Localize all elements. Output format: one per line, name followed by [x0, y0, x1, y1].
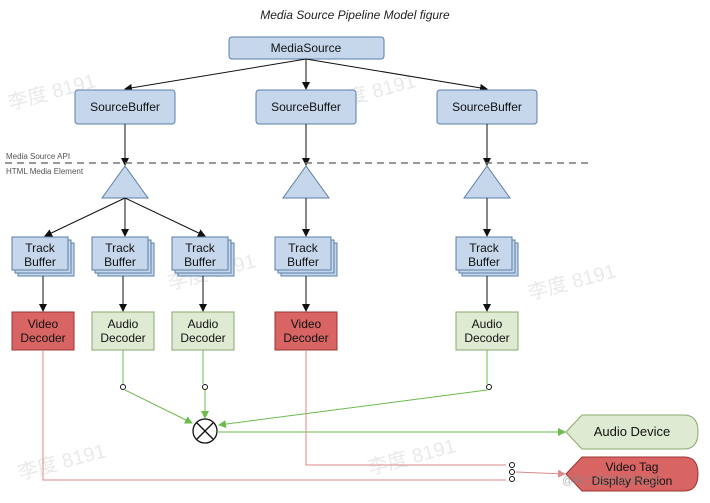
track-buffer-3: Track Buffer [171, 236, 235, 277]
switch-node [486, 384, 492, 390]
media-source-api-label: Media Source API [6, 152, 70, 161]
switch-node [509, 469, 515, 475]
video-decoder-box-1 [11, 311, 75, 351]
video-decoder-label: Decoder [283, 331, 328, 345]
switch-node [202, 384, 208, 390]
track-buffer-label: Buffer [287, 255, 319, 269]
mixer-cross [196, 422, 214, 440]
audio-path [124, 389, 193, 424]
audio-decoder-box-2 [171, 311, 235, 351]
track-buffer-label: Track [469, 241, 500, 255]
video-tag-display-node [565, 456, 699, 492]
source-buffer-label-1: SourceBuffer [90, 100, 160, 114]
audio-path [218, 389, 488, 429]
track-buffer-label: Buffer [184, 255, 216, 269]
track-buffer-label: Track [25, 241, 56, 255]
demux-triangle-1 [101, 165, 149, 199]
display-region-label: Display Region [592, 474, 673, 488]
video-decoder-label: Video [28, 317, 59, 331]
track-buffer-2: Track Buffer [91, 236, 155, 277]
html-media-element-label: HTML Media Element [6, 167, 84, 176]
audio-decoder-label: Audio [188, 317, 219, 331]
watermark: 李度 8191 [365, 434, 458, 480]
figure-title: Media Source Pipeline Model figure [260, 8, 450, 22]
arrow [44, 197, 126, 237]
audio-decoder-box-1 [91, 311, 155, 351]
media-source-label: MediaSource [271, 41, 342, 55]
audio-decoder-label: Decoder [180, 331, 225, 345]
audio-decoder-label: Audio [472, 317, 503, 331]
audio-decoder-label: Decoder [100, 331, 145, 345]
audio-decoder-label: Audio [108, 317, 139, 331]
track-buffer-5: Track Buffer [455, 236, 519, 277]
audio-device-label: Audio Device [594, 424, 671, 439]
audio-decoder-box-3 [455, 311, 519, 351]
track-buffer-label: Buffer [104, 255, 136, 269]
demux-triangle-2 [282, 165, 330, 199]
track-buffer-label: Track [105, 241, 136, 255]
video-output-path [515, 469, 566, 478]
arrow [124, 58, 307, 92]
video-tag-label: Video Tag [606, 460, 659, 474]
track-buffer-label: Track [185, 241, 216, 255]
switch-node [509, 476, 515, 482]
track-buffer-label: Buffer [468, 255, 500, 269]
video-path [42, 350, 506, 481]
track-buffer-label: Track [288, 241, 319, 255]
track-buffer-4: Track Buffer [274, 236, 338, 277]
switch-node [120, 384, 126, 390]
source-buffer-label-2: SourceBuffer [271, 100, 341, 114]
watermark: 李度 8191 [15, 439, 108, 485]
demux-triangle-3 [463, 165, 511, 199]
video-decoder-label: Decoder [20, 331, 65, 345]
video-decoder-box-2 [274, 311, 338, 351]
source-buffer-label-3: SourceBuffer [452, 100, 522, 114]
source-watermark: @稀土掘金技术社区 [562, 473, 661, 487]
audio-device-node [565, 414, 699, 450]
arrow [305, 58, 488, 92]
video-path [305, 350, 506, 466]
video-decoder-label: Video [291, 317, 322, 331]
audio-decoder-label: Decoder [464, 331, 509, 345]
track-buffer-1: Track Buffer [11, 236, 75, 277]
arrow [124, 197, 206, 237]
switch-node [509, 462, 515, 468]
track-buffer-label: Buffer [24, 255, 56, 269]
watermark: 李度 8191 [525, 259, 618, 305]
